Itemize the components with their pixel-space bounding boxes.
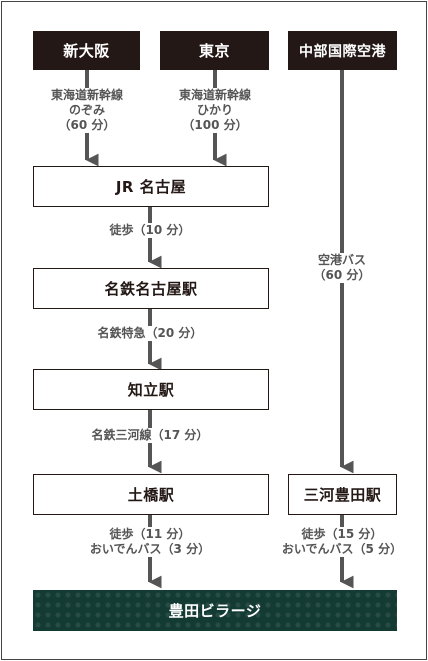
route-bus: おいでんバス（3 分） bbox=[89, 542, 211, 556]
route-duration: （100 分） bbox=[182, 118, 248, 132]
route-walk: 徒歩（11 分） bbox=[109, 527, 191, 541]
station-mikawa-toyota: 三河豊田駅 bbox=[288, 474, 397, 515]
route-label-airport-bus: 空港バス （60 分） bbox=[307, 253, 377, 283]
route-train-name: のぞみ bbox=[68, 103, 105, 117]
route-duration: （60 分） bbox=[313, 268, 371, 282]
route-bus-name: 空港バス bbox=[317, 253, 366, 267]
route-bus: おいでんバス（5 分） bbox=[281, 542, 403, 556]
destination-toyota-village: 豊田ビラージ bbox=[33, 590, 397, 631]
route-label-mikawa-toyota: 徒歩（15 分） おいでんバス（5 分） bbox=[259, 527, 425, 557]
route-line-name: 東海道新幹線 bbox=[50, 88, 123, 102]
route-duration: （60 分） bbox=[58, 118, 116, 132]
origin-shin-osaka: 新大阪 bbox=[33, 31, 140, 70]
route-label-express: 名鉄特急（20 分） bbox=[80, 326, 220, 341]
origin-chubu-airport: 中部国際空港 bbox=[288, 31, 397, 70]
route-label-mikawa-line: 名鉄三河線（17 分） bbox=[72, 428, 228, 443]
station-meitetsu-nagoya: 名鉄名古屋駅 bbox=[33, 268, 269, 309]
route-walk: 徒歩（15 分） bbox=[301, 527, 383, 541]
origin-tokyo: 東京 bbox=[160, 31, 269, 70]
route-line-name: 東海道新幹線 bbox=[178, 88, 251, 102]
route-label-walk-nagoya: 徒歩（10 分） bbox=[95, 223, 205, 238]
station-chiryu: 知立駅 bbox=[33, 369, 269, 410]
route-label-tokyo: 東海道新幹線 ひかり （100 分） bbox=[164, 88, 266, 133]
route-label-shin-osaka: 東海道新幹線 のぞみ （60 分） bbox=[36, 88, 138, 133]
route-label-dobashi: 徒歩（11 分） おいでんバス（3 分） bbox=[70, 527, 230, 557]
station-dobashi: 土橋駅 bbox=[33, 474, 269, 515]
station-jr-nagoya: JR 名古屋 bbox=[33, 166, 269, 207]
route-train-name: ひかり bbox=[196, 103, 233, 117]
